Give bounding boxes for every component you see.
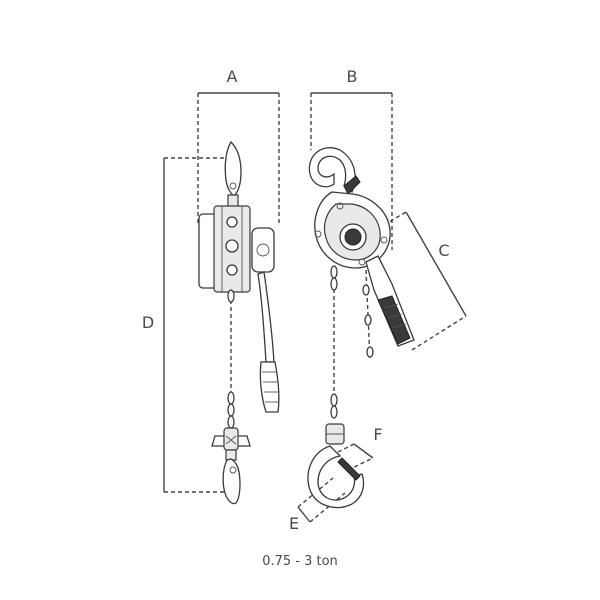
- label-f: F: [373, 425, 382, 444]
- dimension-d: [163, 157, 233, 493]
- label-d: D: [142, 313, 154, 332]
- side-view-hoist: [307, 147, 415, 509]
- label-c: C: [438, 241, 449, 260]
- dimension-f: [337, 443, 374, 471]
- front-view-hoist: [198, 140, 280, 505]
- dimension-a: [197, 92, 280, 225]
- capacity-caption: 0.75 - 3 ton: [262, 554, 338, 569]
- label-b: B: [347, 67, 358, 86]
- label-a: A: [227, 67, 238, 86]
- dimension-b: [310, 92, 393, 250]
- dimension-c: [371, 211, 467, 351]
- label-e: E: [289, 514, 299, 533]
